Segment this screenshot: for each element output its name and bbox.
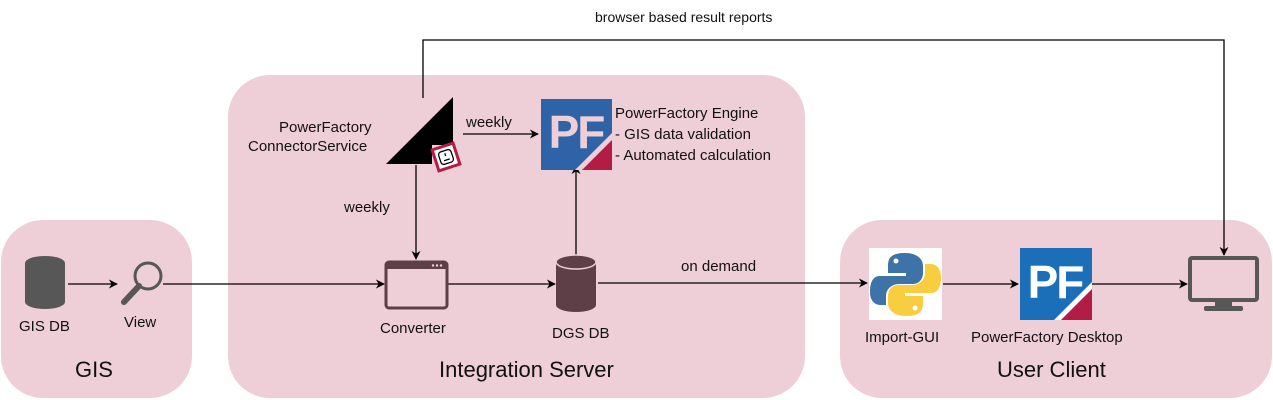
dgs-database-icon <box>555 254 597 312</box>
engine-label-line2: - GIS data validation <box>615 126 751 143</box>
edge-connector-to-monitor <box>422 39 1229 256</box>
magnifier-icon <box>121 261 163 305</box>
gis-db-label: GIS DB <box>19 318 70 335</box>
import-gui-label: Import-GUI <box>865 329 940 346</box>
zone-gis <box>1 220 192 398</box>
edge-label-connector-converter: weekly <box>344 199 390 216</box>
converter-label: Converter <box>380 320 446 337</box>
edge-label-browser-reports: browser based result reports <box>595 9 773 25</box>
edge-label-on-demand: on demand <box>681 258 757 275</box>
window-icon <box>384 260 449 310</box>
edge-label-connector-engine: weekly <box>466 114 512 131</box>
desktop-icon-text: PF <box>1028 256 1084 308</box>
client-zone-title: User Client <box>997 357 1106 382</box>
engine-label-line1: PowerFactory Engine <box>615 105 759 122</box>
monitor-icon <box>1188 256 1259 311</box>
python-icon <box>869 248 942 320</box>
dgs-db-label: DGS DB <box>552 325 610 342</box>
powerfactory-engine-icon: PF <box>541 99 612 170</box>
gis-zone-title: GIS <box>75 357 113 382</box>
connector-label-line2: ConnectorService <box>248 138 368 155</box>
powerfactory-desktop-icon: PF <box>1020 248 1092 320</box>
connector-service-icon <box>386 97 462 173</box>
connector-label-line1: PowerFactory <box>279 119 372 136</box>
engine-icon-text: PF <box>549 106 605 158</box>
view-label: View <box>124 314 157 331</box>
integration-zone-title: Integration Server <box>439 357 614 382</box>
engine-label-line3: - Automated calculation <box>615 147 771 164</box>
database-icon <box>25 256 65 309</box>
pf-desktop-label: PowerFactory Desktop <box>971 329 1123 346</box>
zone-integration-server <box>228 75 805 398</box>
